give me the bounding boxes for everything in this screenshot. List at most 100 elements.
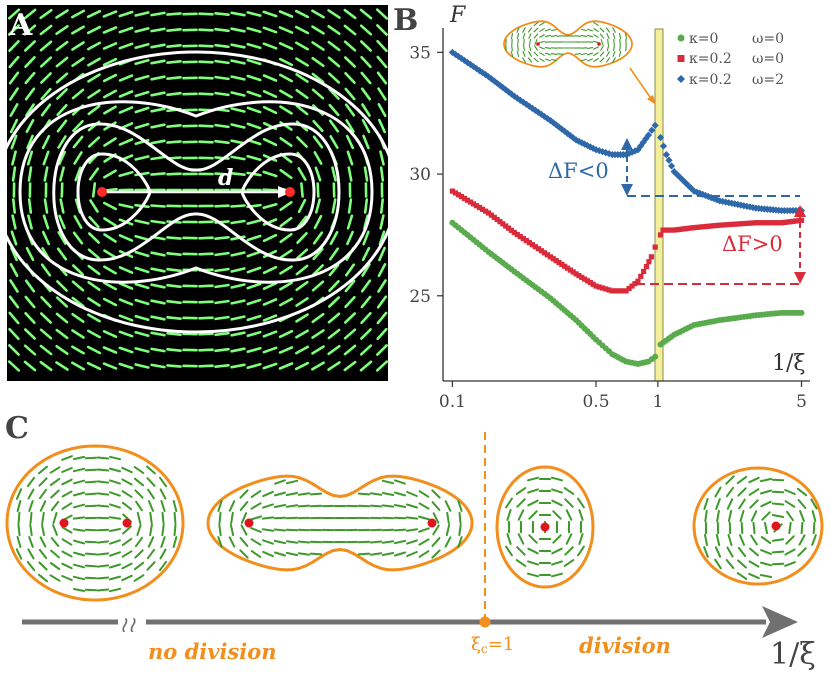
director-dash	[230, 172, 246, 176]
director-dash	[606, 44, 610, 52]
director-dash	[240, 512, 248, 524]
director-dash	[134, 549, 144, 559]
director-dash	[517, 44, 519, 52]
director-dash	[56, 247, 68, 261]
data-point-series-1	[612, 288, 618, 294]
director-dash	[297, 167, 307, 181]
director-dash	[605, 57, 611, 63]
director-dash	[444, 500, 452, 512]
director-dash	[230, 267, 246, 273]
director-dash	[24, 87, 36, 101]
director-dash	[550, 53, 558, 55]
director-dash	[278, 26, 294, 34]
data-point-series-2	[662, 150, 670, 159]
director-dash	[84, 492, 98, 496]
director-dash	[538, 40, 546, 44]
director-dash	[102, 57, 118, 67]
data-point-series-1	[652, 244, 658, 250]
director-dash	[327, 312, 341, 324]
director-dash	[344, 72, 356, 84]
data-point-series-1	[717, 222, 723, 228]
delta-pos-arrowhead-bottom	[794, 272, 806, 284]
director-dash	[41, 511, 45, 525]
director-dash	[150, 123, 166, 129]
data-point-series-1	[793, 218, 799, 224]
data-point-series-1	[523, 238, 529, 244]
director-dash	[134, 171, 150, 177]
data-point-series-2	[487, 75, 496, 83]
director-dash	[246, 58, 262, 66]
director-dash	[72, 516, 86, 520]
director-dash	[134, 298, 150, 306]
director-dash	[84, 468, 98, 472]
director-dash	[71, 9, 85, 19]
director-dash	[544, 47, 552, 49]
director-dash	[250, 515, 262, 521]
data-point-series-1	[582, 276, 588, 282]
director-dash	[311, 72, 325, 84]
director-dash	[214, 251, 230, 257]
director-dash	[515, 487, 527, 495]
director-dash	[527, 57, 533, 63]
data-point-series-1	[729, 221, 735, 227]
director-dash	[593, 28, 599, 32]
director-dash	[84, 552, 98, 556]
director-dash	[214, 91, 230, 97]
director-dash	[327, 9, 341, 19]
director-dash	[285, 492, 299, 496]
data-point-series-1	[632, 281, 638, 287]
director-dash	[515, 559, 527, 567]
data-point-series-1	[547, 254, 554, 260]
director-dash	[8, 327, 20, 341]
data-point-series-1	[750, 220, 756, 226]
director-dash	[552, 510, 562, 520]
director-dash	[121, 478, 133, 486]
director-dash	[118, 26, 134, 34]
director-dash	[102, 10, 118, 18]
panel-c: C ≀≀ 1/ξ no division division ξc=1	[5, 411, 824, 672]
director-dash	[262, 539, 274, 545]
director-dash	[102, 297, 118, 307]
director-dash	[150, 27, 166, 33]
director-dash	[294, 41, 310, 51]
director-dash	[109, 503, 121, 509]
director-dash	[376, 55, 388, 69]
director-dash	[797, 499, 807, 509]
director-dash	[309, 552, 323, 556]
director-dash	[312, 231, 324, 245]
director-dash	[230, 299, 246, 305]
director-dash	[563, 559, 575, 567]
director-dash	[285, 551, 299, 557]
director-dash	[134, 266, 150, 274]
director-dash	[27, 166, 33, 182]
director-dash	[516, 32, 520, 40]
director-dash	[297, 504, 311, 508]
director-dash	[394, 491, 406, 497]
director-dash	[725, 559, 735, 569]
director-dash	[313, 151, 323, 165]
data-point-series-2	[644, 131, 653, 139]
data-point-series-1	[635, 278, 641, 284]
director-dash	[24, 311, 36, 325]
director-dash	[313, 214, 323, 230]
director-dash	[214, 172, 230, 176]
director-dash	[38, 488, 48, 500]
director-dash	[148, 500, 154, 512]
director-dash	[273, 528, 287, 532]
director-dash	[377, 103, 387, 117]
data-point-series-1	[741, 220, 747, 227]
director-dash	[381, 479, 395, 485]
data-point-series-2	[693, 188, 701, 196]
director-dash	[84, 504, 98, 508]
director-dash	[230, 59, 246, 65]
director-dash	[72, 528, 86, 532]
director-dash	[262, 74, 278, 82]
director-dash	[230, 155, 246, 161]
director-dash	[198, 316, 214, 320]
director-dash	[329, 135, 339, 149]
director-dash	[88, 232, 100, 244]
director-dash	[49, 477, 61, 487]
director-dash	[72, 575, 86, 581]
director-dash	[102, 42, 118, 50]
director-dash	[134, 314, 150, 322]
